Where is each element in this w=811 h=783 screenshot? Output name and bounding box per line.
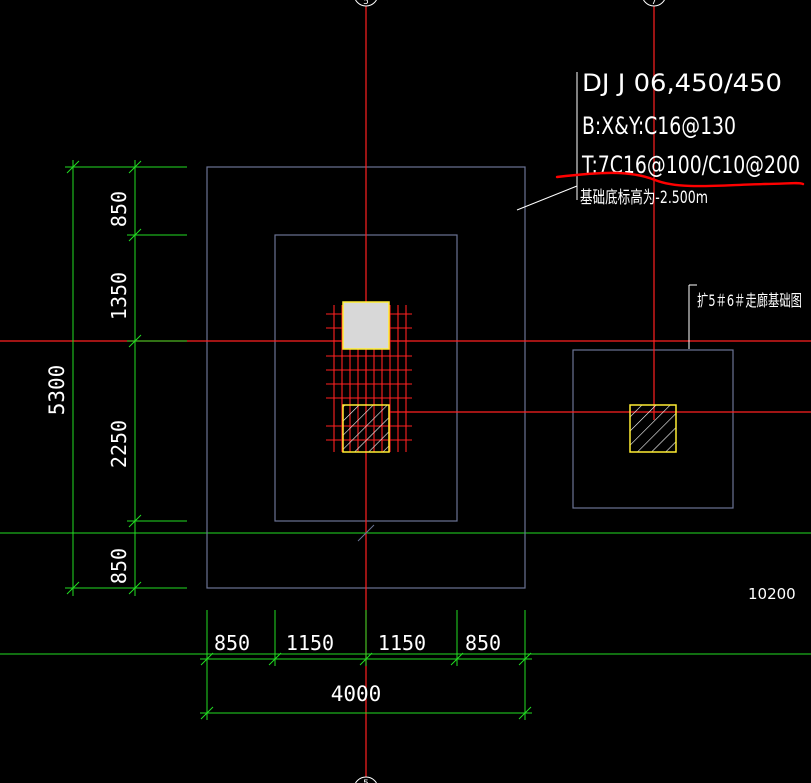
grid-bubble-top-left[interactable]: 5	[354, 0, 378, 7]
dim-vertical-seg-3: 2250	[107, 420, 131, 468]
grid-bubble-top-right[interactable]: 7	[642, 0, 666, 7]
annotation-line-4: 基础底标高为-2.500m	[580, 188, 708, 208]
annotation-line-2: B:X&Y:C16@130	[582, 112, 736, 140]
annotation-line-1: DJ J 06,450/450	[582, 69, 782, 97]
markup-underline	[555, 171, 805, 188]
dim-vertical-total: 5300	[45, 365, 69, 416]
corridor-label-text: 扩5＃6＃走廊基础图	[697, 291, 802, 310]
dim-horizontal-seg-2: 1150	[286, 631, 334, 655]
grid-bubble-label: 5	[363, 0, 369, 7]
total-right-value: 10200	[748, 585, 796, 603]
annotation-line-3: T:7C16@100/C10@200	[581, 151, 800, 179]
dim-vertical-seg-2: 1350	[107, 272, 131, 320]
corridor-label[interactable]: 扩5＃6＃走廊基础图	[688, 284, 802, 349]
grid-bubble-label: 7	[651, 0, 657, 7]
footing-annotation[interactable]: DJ J 06,450/450 B:X&Y:C16@130 T:7C16@100…	[516, 69, 800, 211]
annotation-leader-diagonal	[516, 185, 578, 211]
dim-horizontal-seg-1: 850	[214, 631, 250, 655]
column-lower[interactable]	[342, 404, 390, 453]
center-tick	[357, 524, 375, 542]
vertical-dimension-group	[65, 160, 187, 596]
corridor-footing-outline[interactable]	[572, 349, 734, 509]
dim-vertical-seg-4: 850	[107, 548, 131, 584]
column-upper[interactable]	[342, 301, 390, 350]
dim-vertical-seg-1: 850	[107, 191, 131, 227]
grid-bubble-bottom[interactable]: 5	[354, 776, 378, 783]
horizontal-dimension-group	[200, 610, 532, 720]
dim-horizontal-total: 4000	[331, 682, 382, 706]
grid-bubble-label: 5	[363, 779, 369, 783]
dim-horizontal-seg-4: 850	[465, 631, 501, 655]
dim-horizontal-seg-3: 1150	[378, 631, 426, 655]
column-corridor[interactable]	[629, 404, 677, 453]
